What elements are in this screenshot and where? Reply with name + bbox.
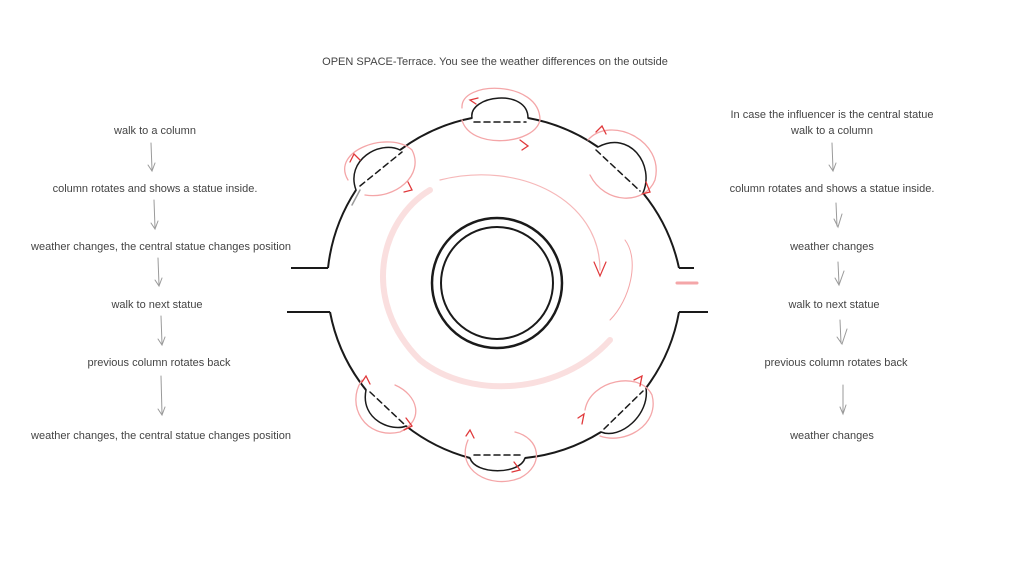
column-top <box>461 87 541 151</box>
right-step-1: walk to a column <box>791 125 873 137</box>
column-top-right <box>587 124 657 199</box>
right-step-3: weather changes <box>790 241 874 253</box>
central-statue <box>430 216 564 350</box>
column-bottom <box>464 428 537 483</box>
left-step-4: walk to next statue <box>111 299 203 311</box>
right-step-2: column rotates and shows a statue inside… <box>729 183 935 195</box>
right-step-5: previous column rotates back <box>764 357 908 369</box>
left-step-5: previous column rotates back <box>87 357 231 369</box>
diagram-title: OPEN SPACE-Terrace. You see the weather … <box>322 56 668 68</box>
column-bottom-left <box>355 374 417 434</box>
left-step-2: column rotates and shows a statue inside… <box>52 183 258 195</box>
right-header: In case the influencer is the central st… <box>730 109 934 121</box>
right-step-6: weather changes <box>790 430 874 442</box>
left-step-3: weather changes, the central statue chan… <box>31 241 291 253</box>
entrance-right <box>679 267 708 313</box>
right-step-4: walk to next statue <box>788 299 880 311</box>
left-step-1: walk to a column <box>114 125 196 137</box>
column-top-left <box>344 141 416 206</box>
column-bottom-right <box>577 374 654 439</box>
entrance-left <box>287 267 330 313</box>
left-step-6: weather changes, the central statue chan… <box>31 430 291 442</box>
rotation-swirl <box>380 174 699 390</box>
